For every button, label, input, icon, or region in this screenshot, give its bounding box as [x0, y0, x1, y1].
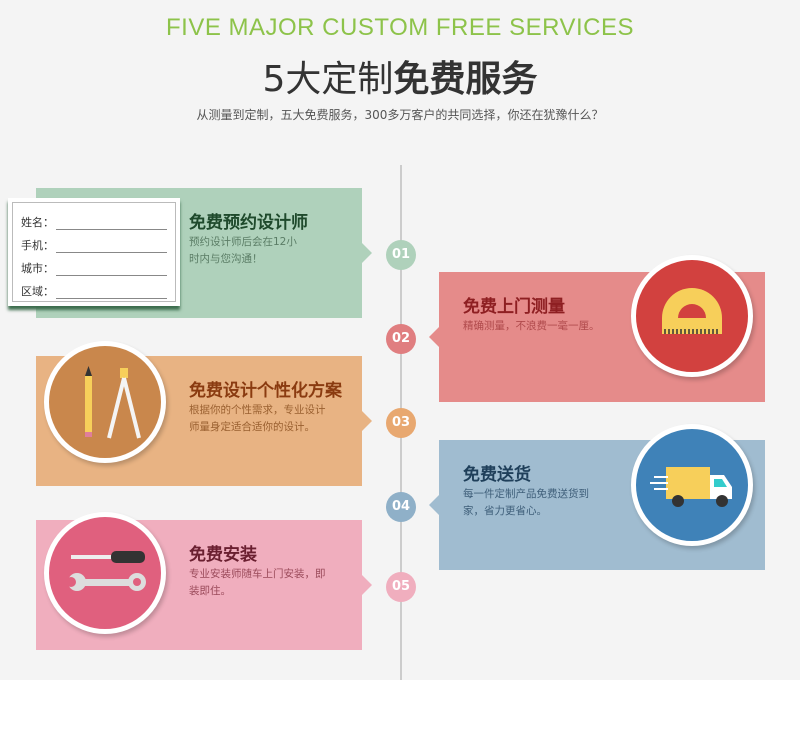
subtitle: 从测量到定制，五大免费服务，300多万客户的共同选择，你还在犹豫什么？	[196, 108, 604, 122]
step-badge-3: 03	[386, 408, 416, 438]
step-badge-2: 02	[386, 324, 416, 354]
service-desc: 专业安装师随车上门安装，即装即住。	[189, 568, 326, 597]
service-title: 免费预约设计师	[189, 213, 308, 233]
pencil-compass-icon	[44, 341, 166, 463]
page-title: 5大定制免费服务	[0, 50, 800, 102]
service-title: 免费上门测量	[463, 297, 565, 317]
field-label: 姓名：	[21, 216, 54, 229]
form-icon: 姓名： 手机： 城市： 区域：	[8, 198, 180, 306]
service-desc: 根据你的个性需求，专业设计师量身定适合适你的设计。	[189, 404, 326, 433]
step-badge-1: 01	[386, 240, 416, 270]
field-label: 城市：	[21, 262, 54, 275]
field-label: 手机：	[21, 239, 54, 252]
title-light: 5大定制	[262, 59, 394, 100]
step-badge-4: 04	[386, 492, 416, 522]
protractor-icon	[631, 255, 753, 377]
field-label: 区域：	[21, 285, 54, 298]
service-title: 免费安装	[189, 545, 257, 565]
service-desc: 预约设计师后会在12小时内与您沟通！	[189, 236, 297, 265]
en-title: FIVE MAJOR CUSTOM FREE SERVICES	[165, 14, 635, 41]
service-desc: 每一件定制产品免费送货到家，省力更省心。	[463, 488, 589, 517]
service-desc: 精确测量，不浪费一毫一厘。	[463, 320, 600, 332]
service-title: 免费设计个性化方案	[189, 381, 342, 401]
tools-icon	[44, 512, 166, 634]
truck-icon	[631, 424, 753, 546]
service-title: 免费送货	[463, 465, 531, 485]
step-badge-5: 05	[386, 572, 416, 602]
title-bold: 免费服务	[393, 59, 538, 100]
